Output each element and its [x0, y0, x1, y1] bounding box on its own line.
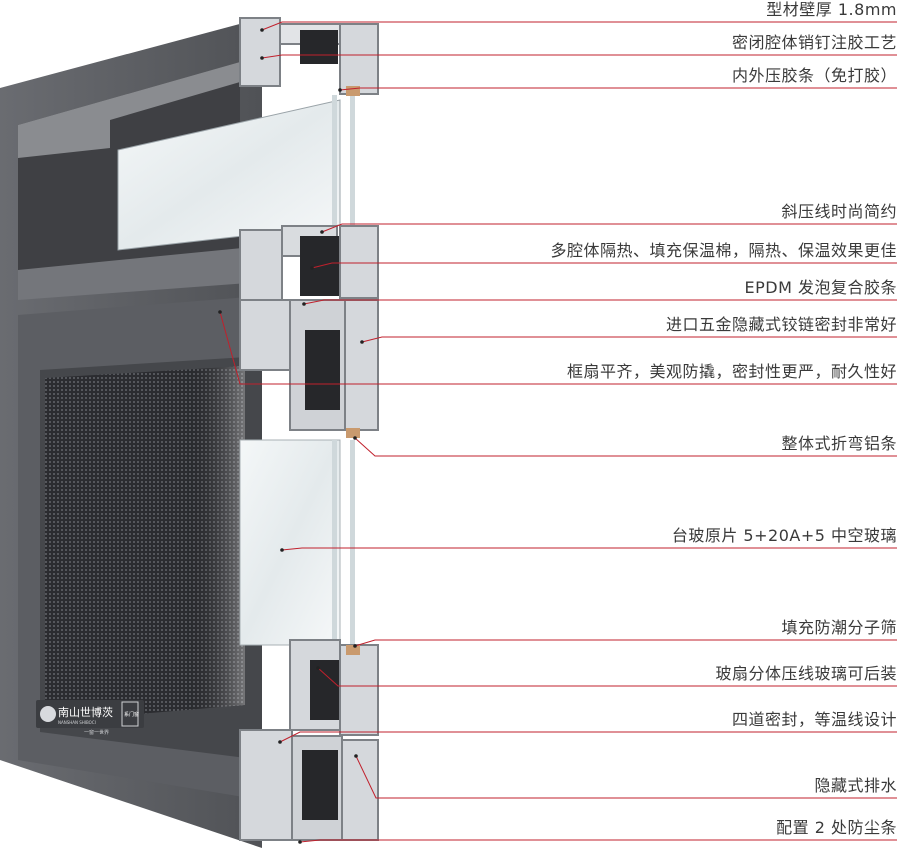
- upper-glass-edge: [332, 95, 337, 225]
- callout-label: 框扇平齐，美观防撬，密封性更严，耐久性好: [566, 362, 897, 381]
- glass-pane-edge-2: [350, 440, 355, 645]
- callout-anchor-dot: [360, 340, 364, 344]
- callout-label: 台玻原片 5+20A+5 中空玻璃: [671, 526, 897, 545]
- callout-label: 型材壁厚 1.8mm: [766, 0, 897, 19]
- callout-leader-line: [299, 839, 897, 843]
- callout-label: 多腔体隔热、填充保温棉，隔热、保温效果更佳: [550, 241, 897, 260]
- callout-leader-line: [279, 731, 897, 743]
- brand-name: 南山世博茨: [58, 705, 113, 719]
- callout-leader-line: [317, 667, 897, 687]
- transom-rail: [18, 246, 262, 300]
- callout-anchor-dot: [298, 840, 302, 844]
- callout-leader-line: [339, 87, 897, 91]
- glass-pane-edge: [332, 440, 337, 645]
- callout-anchor-dot: [218, 310, 222, 314]
- callout-anchor-dot: [260, 56, 264, 60]
- callout-label: EPDM 发泡复合胶条: [744, 278, 897, 297]
- brand-sub: NANSHAN SHIBOCI: [58, 720, 96, 725]
- callout-leader-line: [361, 336, 897, 343]
- callout-leader-line: [219, 311, 897, 385]
- profile-bottom: [239, 639, 379, 841]
- profile-top: [239, 17, 379, 96]
- callout-anchor-dot: [353, 644, 357, 648]
- callout-anchor-dot: [280, 548, 284, 552]
- profile-middle: [239, 225, 379, 438]
- callout-label: 密闭腔体销钉注胶工艺: [731, 33, 897, 52]
- main-glass: [239, 439, 341, 646]
- callout-leader-line: [311, 262, 897, 269]
- callout-leader-line: [355, 755, 897, 799]
- callout-anchor-dot: [338, 88, 342, 92]
- screen-sheen: [45, 366, 245, 722]
- callout-anchor-dot: [260, 28, 264, 32]
- callout-leader-line: [261, 54, 897, 59]
- callout-label: 隐藏式排水: [814, 776, 897, 795]
- callout-leader-line: [303, 299, 897, 305]
- callout-leader-line: [321, 223, 897, 233]
- brand-slogan: 一窗一世界: [84, 729, 109, 736]
- brand-badge: 系门窗: [124, 711, 139, 718]
- callout-label: 玻扇分体压线玻璃可后装: [715, 664, 897, 683]
- callout-label: 填充防潮分子筛: [781, 618, 897, 637]
- callout-leader-line: [261, 21, 897, 31]
- callout-label: 斜压线时尚简约: [781, 202, 897, 221]
- callout-anchor-dot: [278, 740, 282, 744]
- callout-label: 内外压胶条（免打胶）: [731, 66, 897, 85]
- callout-anchor-dot: [320, 230, 324, 234]
- callout-anchor-dot: [354, 754, 358, 758]
- callout-leader-line: [354, 639, 897, 647]
- callout-anchor-dot: [302, 302, 306, 306]
- transom-inner-wall: [18, 62, 240, 158]
- callout-label: 进口五金隐藏式铰链密封非常好: [665, 315, 897, 334]
- callout-leaders: [218, 21, 897, 844]
- callout-label: 四道密封，等温线设计: [731, 710, 897, 729]
- callout-anchor-dot: [316, 666, 320, 670]
- callout-label: 整体式折弯铝条: [781, 434, 897, 453]
- callout-label: 配置 2 处防尘条: [776, 818, 897, 837]
- brand-plate: 南山世博茨 NANSHAN SHIBOCI 系门窗 一窗一世界: [36, 700, 144, 736]
- callout-anchor-dot: [310, 266, 314, 270]
- brand-logo-icon: [40, 706, 56, 722]
- callout-leader-line: [354, 437, 897, 457]
- callout-anchor-dot: [353, 436, 357, 440]
- callout-leader-line: [281, 547, 897, 551]
- upper-glass-edge-2: [350, 95, 355, 225]
